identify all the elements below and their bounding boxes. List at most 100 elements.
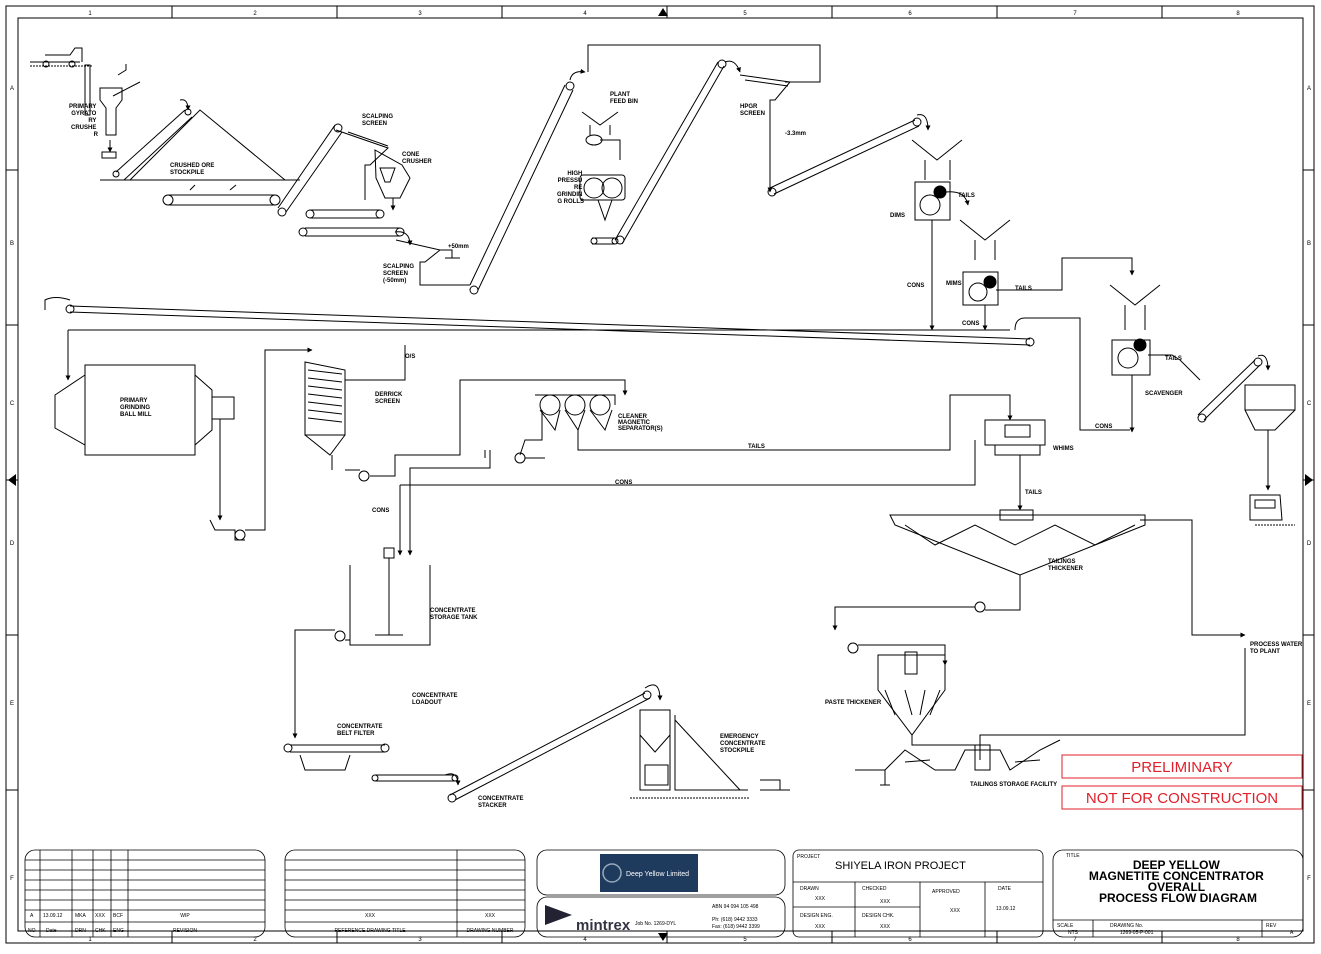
label-concentrate-belt-filter: CONCENTRATE BELT FILTER	[337, 724, 384, 737]
plant-feed-bin-icon	[581, 111, 619, 126]
col-label-5: 5	[743, 11, 747, 17]
rev-header-eng: ENG	[113, 928, 124, 934]
label-cons-left: CONS	[372, 508, 389, 514]
mintrex-logo-mark	[545, 905, 572, 925]
design-chk-label: DESIGN CHK.	[862, 913, 895, 919]
col-label-1-bottom: 1	[88, 937, 92, 943]
ref-number-value: XXX	[485, 913, 496, 919]
row-label-e: E	[10, 701, 14, 707]
whims-icon	[984, 419, 1046, 446]
stamp-not-for-construction: NOT FOR CONSTRUCTION	[1086, 790, 1278, 807]
label-dims-tails: TAILS	[958, 193, 975, 199]
crusher-wall	[84, 64, 91, 116]
rev-header-drn: DRN	[75, 928, 86, 934]
label-scalping-screen-bottom: SCALPING SCREEN (-50mm)	[383, 264, 416, 284]
label-dims: DIMS	[890, 213, 905, 219]
row-label-f-right: F	[1307, 876, 1311, 882]
drawing-title: DEEP YELLOW MAGNETITE CONCENTRATOR OVERA…	[1089, 858, 1267, 905]
label-plant-feed-bin: PLANT FEED BIN	[610, 92, 638, 105]
rev-value: A	[1290, 930, 1294, 936]
job-no-text: Job No. 1269-DYL	[635, 921, 676, 927]
design-eng-label: DESIGN ENG.	[800, 913, 833, 919]
col-label-1: 1	[88, 11, 92, 17]
label-tailings-storage-facility: TAILINGS STORAGE FACILITY	[970, 782, 1057, 788]
label-process-water: PROCESS WATER TO PLANT	[1250, 642, 1304, 655]
title-block	[24, 849, 1304, 938]
centering-arrows	[8, 8, 1313, 941]
label-dims-cons: CONS	[907, 283, 924, 289]
tailings-storage-facility-icon	[855, 739, 1061, 771]
mims-feed-bin-icon	[959, 219, 1011, 241]
col-label-6: 6	[908, 11, 912, 17]
col-label-5-bottom: 5	[743, 937, 747, 943]
concentrate-loadout-bin-icon	[639, 709, 671, 791]
col-label-2-bottom: 2	[253, 937, 257, 943]
label-mims: MIMS	[946, 281, 962, 287]
label-whims-cons: CONS	[615, 480, 632, 486]
tailings-thickener-icon	[889, 514, 1146, 576]
label-whims-tails: TAILS	[1025, 490, 1042, 496]
grid-references: 1 2 3 4 5 6 7 8 1 2 3 4 5 6 7 8 A B C D …	[10, 11, 1312, 943]
col-label-2: 2	[253, 11, 257, 17]
col-label-7-bottom: 7	[1073, 937, 1077, 943]
rev-row-date: 13.09.12	[43, 913, 63, 919]
concentrate-belt-filter-icon	[290, 744, 385, 753]
rev-row-drn: MKA	[75, 913, 87, 919]
label-scalping-screen-top: SCALPING SCREEN	[362, 114, 395, 127]
hpgr-icon	[579, 174, 626, 201]
title-label: TITLE	[1066, 853, 1080, 859]
drawing-no-label: DRAWING No.	[1110, 923, 1143, 929]
crushed-ore-stockpile-icon	[129, 109, 286, 181]
rev-header-no: NO	[28, 928, 36, 934]
date-value: 13.09.12	[996, 906, 1016, 912]
row-label-c-right: C	[1307, 401, 1312, 407]
date-label: DATE	[998, 886, 1012, 892]
lims-separator-icon	[1111, 339, 1151, 376]
label-whims: WHIMS	[1053, 446, 1074, 452]
col-label-7: 7	[1073, 11, 1077, 17]
process-labels: PRIMARY GYRATO RY CRUSHE R CRUSHED ORE S…	[69, 92, 1304, 809]
flow-linework	[30, 44, 1296, 803]
sheet-frame	[5, 5, 1315, 944]
rev-label: REV	[1266, 923, 1277, 929]
ref-header-number: DRAWING NUMBER	[466, 928, 513, 934]
dims-feed-bin-icon	[911, 139, 963, 161]
col-label-6-bottom: 6	[908, 937, 912, 943]
label-primary-gyratory-crusher: PRIMARY GYRATO RY CRUSHE R	[69, 104, 99, 138]
approved-label: APPROVED	[932, 889, 960, 895]
rev-row-chk: XXX	[95, 913, 106, 919]
label-emergency-stockpile: EMERGENCY CONCENTRATE STOCKPILE	[720, 734, 767, 754]
col-label-3: 3	[418, 11, 422, 17]
drawn-label: DRAWN	[800, 886, 819, 892]
paste-thickener-icon	[877, 654, 946, 736]
label-concentrate-storage-tank: CONCENTRATE STORAGE TANK	[430, 608, 478, 621]
label-cone-crusher: CONE CRUSHER	[402, 152, 432, 165]
haul-truck-icon	[30, 47, 92, 68]
row-label-b-right: B	[1307, 241, 1311, 247]
title-block-text: A 13.09.12 MKA XXX BCF WIP NO Date DRN C…	[28, 853, 1294, 936]
cleaner-separator-icon	[539, 409, 613, 432]
label-cleaner-tails: TAILS	[748, 444, 765, 450]
checked-value: XXX	[880, 899, 891, 905]
col-label-4: 4	[583, 11, 587, 17]
rev-row-desc: WIP	[180, 913, 190, 919]
rev-header-date: Date	[46, 928, 57, 934]
haul-truck-icon-right	[1249, 494, 1295, 526]
label-crushed-ore-stockpile: CRUSHED ORE STOCKPILE	[170, 163, 216, 176]
concentrate-storage-tank-icon	[349, 565, 431, 646]
label-derrick-screen: DERRICK SCREEN	[375, 392, 404, 405]
status-stamps: PRELIMINARY NOT FOR CONSTRUCTION	[1061, 754, 1303, 810]
hpgr-screen-icon	[739, 74, 791, 180]
phone-text: Ph: (618) 9442 3333	[712, 917, 758, 923]
abn-text: ABN 94 094 105 498	[712, 904, 759, 910]
label-plus-50mm: +50mm	[448, 244, 469, 250]
label-concentrate-stacker: CONCENTRATE STACKER	[478, 796, 525, 809]
derrick-screen-icon	[304, 361, 346, 436]
project-label: PROJECT	[797, 854, 820, 860]
label-concentrate-loadout: CONCENTRATE LOADOUT	[412, 693, 459, 706]
scavenger-bin-icon	[1244, 384, 1296, 431]
conveyor-1	[115, 109, 193, 181]
design-chk-value: XXX	[880, 924, 891, 930]
row-label-c: C	[10, 401, 15, 407]
